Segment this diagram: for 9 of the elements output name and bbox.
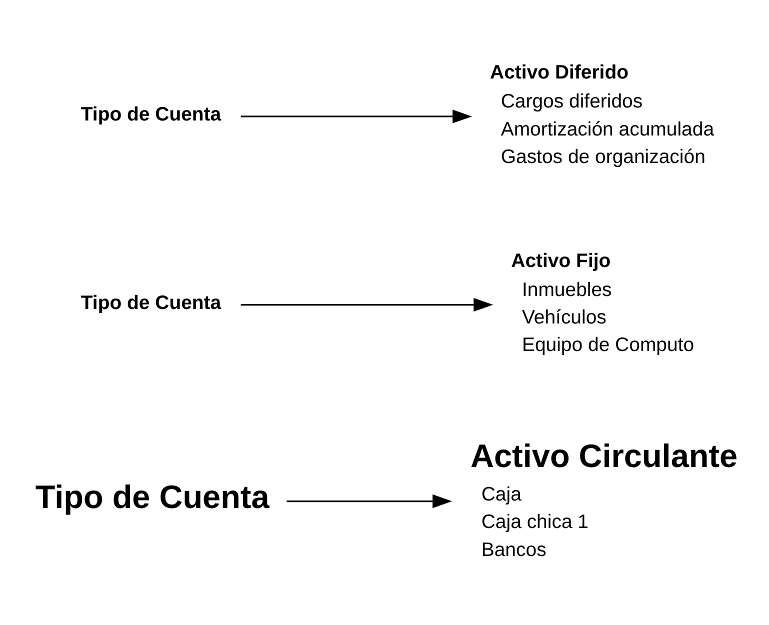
node-text: Activo Diferido Cargos diferidos Amortización acumulada Gastos de organización (490, 61, 714, 168)
node-text: Tipo de Cuenta (35, 478, 270, 515)
arrow (286, 494, 452, 508)
node-text: Tipo de Cuenta (80, 104, 222, 126)
arrow (240, 298, 494, 312)
arrow (240, 110, 472, 124)
node-text: Activo Fijo Inmuebles Vehículos Equipo de Computo (511, 250, 694, 356)
node-text: Activo Circulante Caja Caja chica 1 Bancos (470, 438, 738, 561)
node-text: Tipo de Cuenta (80, 292, 222, 314)
